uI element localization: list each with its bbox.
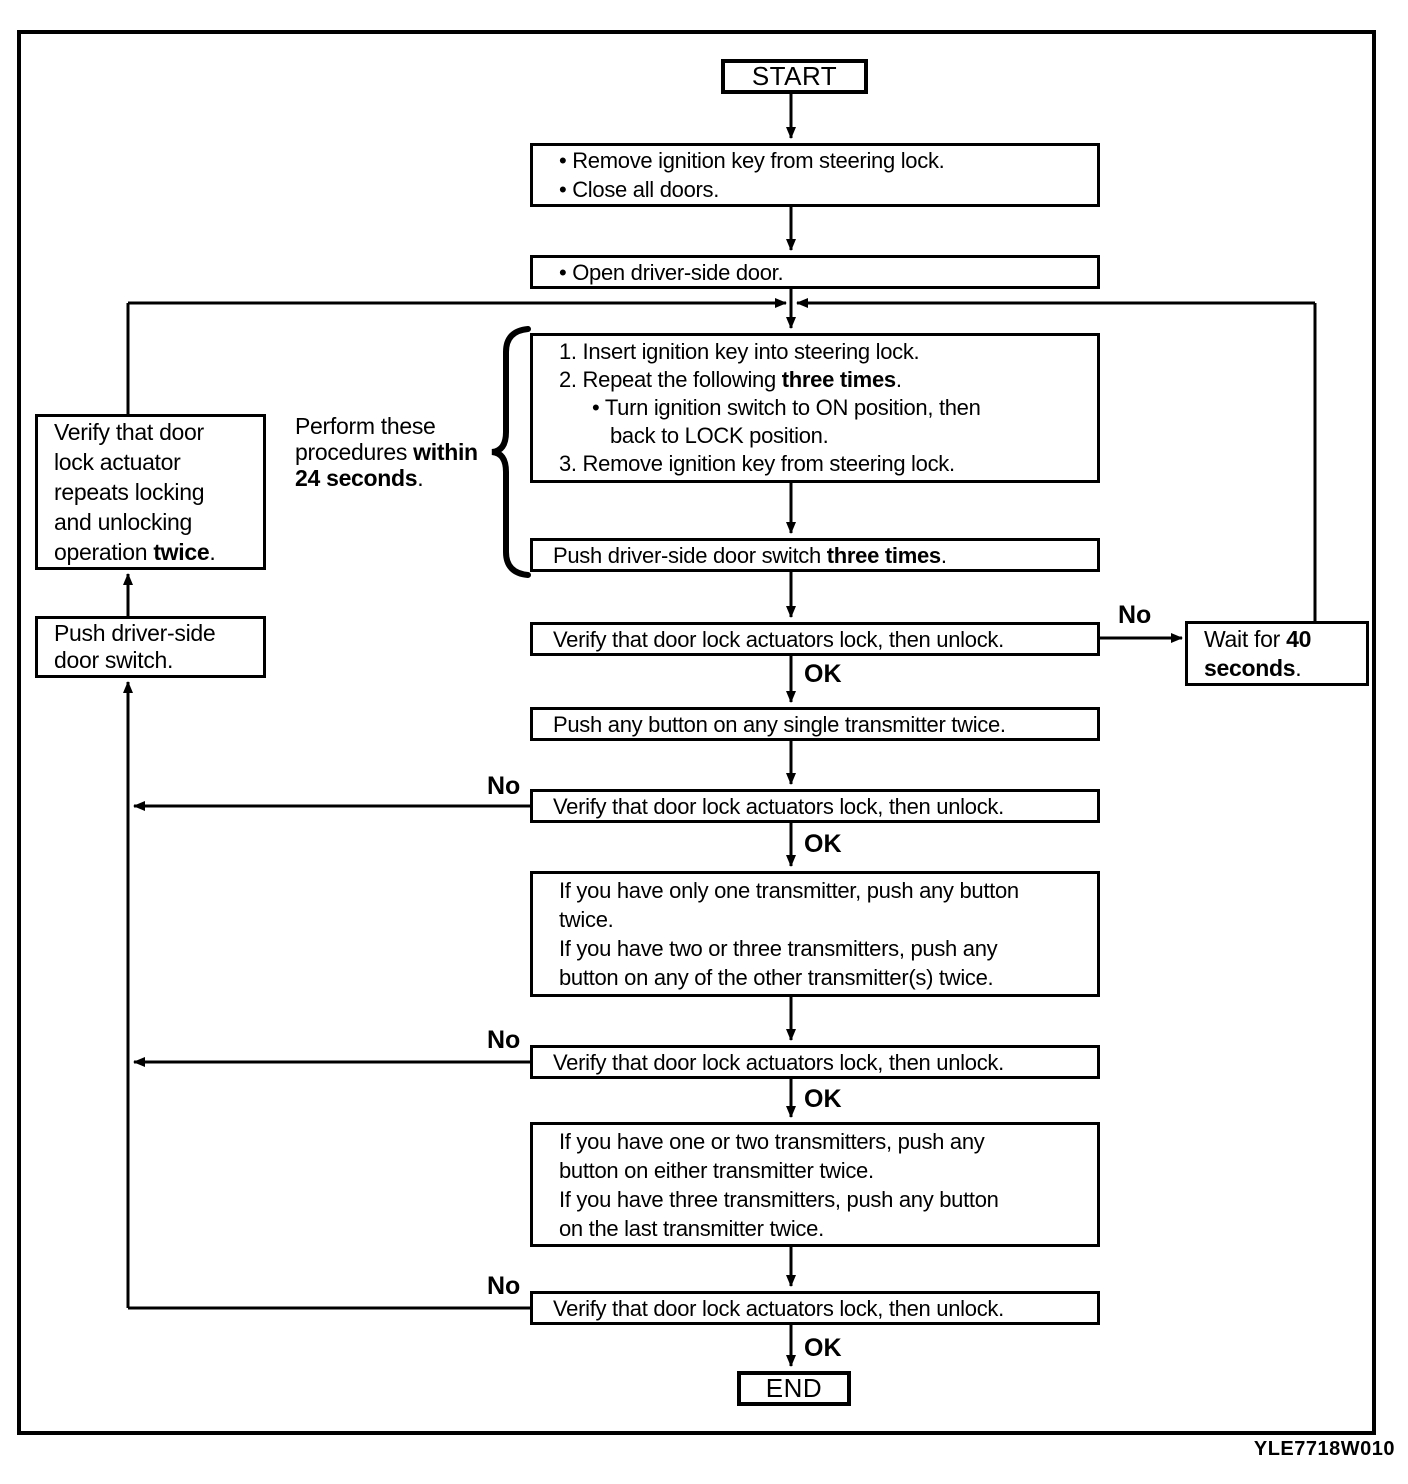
procedure-box: 1. Insert ignition key into steering loc…: [530, 333, 1100, 483]
end-node: END: [737, 1371, 851, 1406]
ok-label: OK: [804, 1334, 842, 1362]
push-switch-three-times-box: Push driver-side door switch three times…: [530, 538, 1100, 572]
ok-label: OK: [804, 660, 842, 688]
verify-text: Verify that door lock actuators lock, th…: [553, 793, 1004, 819]
diagram-code: YLE7718W010: [1253, 1438, 1395, 1460]
diagram-border: [17, 30, 1376, 1435]
open-door-box: • Open driver-side door.: [530, 255, 1100, 289]
verify-text: Verify that door lock actuators lock, th…: [553, 1295, 1004, 1321]
verify-actuators-box-3: Verify that door lock actuators lock, th…: [530, 1045, 1100, 1079]
verify-actuators-box-2: Verify that door lock actuators lock, th…: [530, 789, 1100, 823]
verify-actuators-box-4: Verify that door lock actuators lock, th…: [530, 1291, 1100, 1325]
no-label: No: [487, 1272, 521, 1300]
start-node: START: [721, 59, 868, 94]
push-any-text: Push any button on any single transmitte…: [553, 711, 1006, 737]
ok-label: OK: [804, 1085, 842, 1113]
prep-step-box: • Remove ignition key from steering lock…: [530, 143, 1100, 207]
push-any-button-box: Push any button on any single transmitte…: [530, 707, 1100, 741]
verify-text: Verify that door lock actuators lock, th…: [553, 626, 1004, 652]
curly-brace: [491, 326, 531, 578]
verify-actuators-box-1: Verify that door lock actuators lock, th…: [530, 622, 1100, 656]
start-label: START: [751, 61, 838, 91]
no-label: No: [487, 772, 521, 800]
ok-label: OK: [804, 830, 842, 858]
one-transmitter-box: If you have only one transmitter, push a…: [530, 871, 1100, 997]
end-label: END: [765, 1373, 823, 1403]
verify-text: Verify that door lock actuators lock, th…: [553, 1049, 1004, 1075]
no-label: No: [1118, 601, 1152, 629]
no-label: No: [487, 1026, 521, 1054]
two-transmitters-box: If you have one or two transmitters, pus…: [530, 1122, 1100, 1247]
